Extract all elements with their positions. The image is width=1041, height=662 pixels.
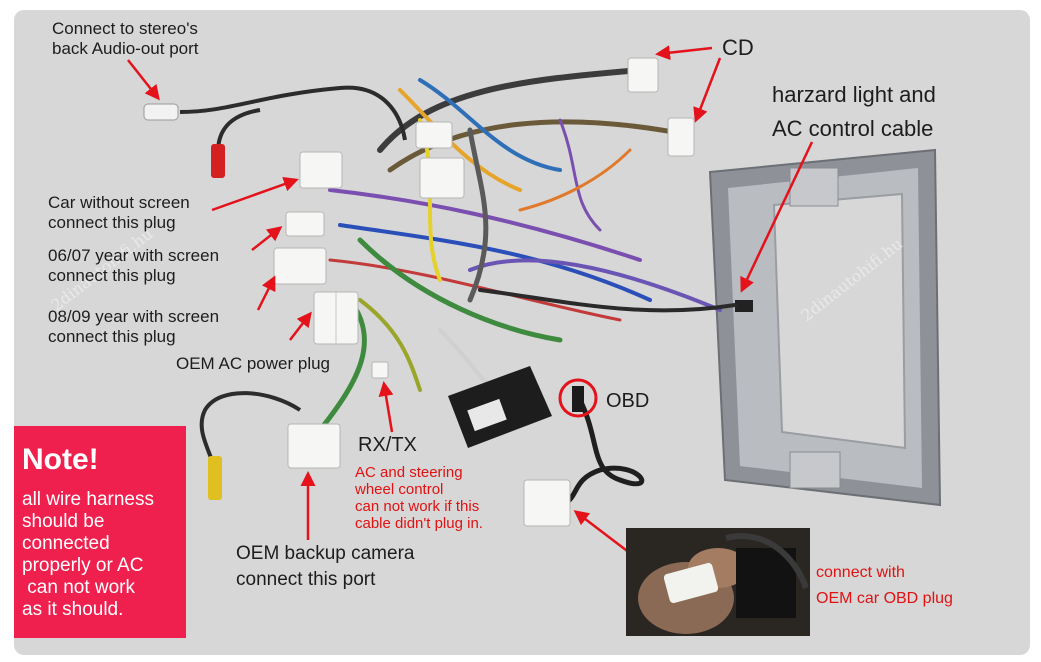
rca-audio-cable bbox=[143, 85, 407, 178]
arrow-cd-1 bbox=[655, 45, 713, 61]
plug-backup-camera bbox=[287, 423, 341, 469]
plug-cd-1 bbox=[627, 57, 659, 93]
obd-cable bbox=[558, 378, 645, 508]
camera-rca-cable bbox=[199, 391, 302, 500]
label-obd: OBD bbox=[606, 390, 650, 412]
obd-highlight-circle bbox=[558, 378, 598, 418]
plug-obd bbox=[523, 479, 571, 527]
label-0607-with-screen: 06/07 year with screen connect this plug bbox=[48, 246, 220, 285]
obd-photo-inset bbox=[626, 528, 810, 636]
control-box bbox=[448, 366, 552, 448]
note-title: Note! bbox=[22, 443, 99, 476]
dashboard-frame bbox=[708, 148, 942, 507]
arrow-0607 bbox=[251, 226, 283, 251]
plug-0809 bbox=[273, 247, 327, 285]
arrow-0809 bbox=[256, 275, 276, 311]
label-oem-backup-camera: OEM backup camera connect this port bbox=[236, 543, 415, 590]
label-oem-ac-power: OEM AC power plug bbox=[176, 354, 331, 373]
label-rx-tx-warning: AC and steering wheel control can not wo… bbox=[355, 464, 483, 532]
label-rx-tx: RX/TX bbox=[358, 434, 417, 456]
plug-rx-tx bbox=[371, 361, 389, 379]
label-car-without-screen: Car without screen connect this plug bbox=[48, 193, 190, 232]
plug-main bbox=[419, 157, 465, 199]
plug-cd-2 bbox=[667, 117, 695, 157]
plug-cd-small bbox=[415, 121, 453, 149]
arrow-cd-2 bbox=[693, 57, 722, 123]
note-box bbox=[14, 426, 186, 638]
label-hazard-ac: harzard light and AC control cable bbox=[772, 82, 936, 141]
label-connect-obd: connect with OEM car OBD plug bbox=[816, 564, 953, 607]
arrow-audio-out bbox=[127, 59, 160, 101]
arrow-rx-tx bbox=[378, 381, 394, 433]
arrow-oem-ac-power bbox=[289, 311, 312, 341]
label-stereo-audio-out: Connect to stereo's back Audio-out port bbox=[52, 19, 199, 58]
arrow-car-without-screen bbox=[211, 176, 299, 212]
note-body: all wire harness should be connected pro… bbox=[22, 489, 154, 620]
arrow-hazard-ac bbox=[740, 141, 814, 293]
plug-0607 bbox=[285, 211, 325, 237]
wire-bundle bbox=[317, 67, 737, 433]
label-0809-with-screen: 08/09 year with screen connect this plug bbox=[48, 307, 220, 346]
plugs bbox=[273, 57, 695, 527]
label-cd: CD bbox=[722, 35, 754, 60]
plug-car-without-screen bbox=[299, 151, 343, 189]
